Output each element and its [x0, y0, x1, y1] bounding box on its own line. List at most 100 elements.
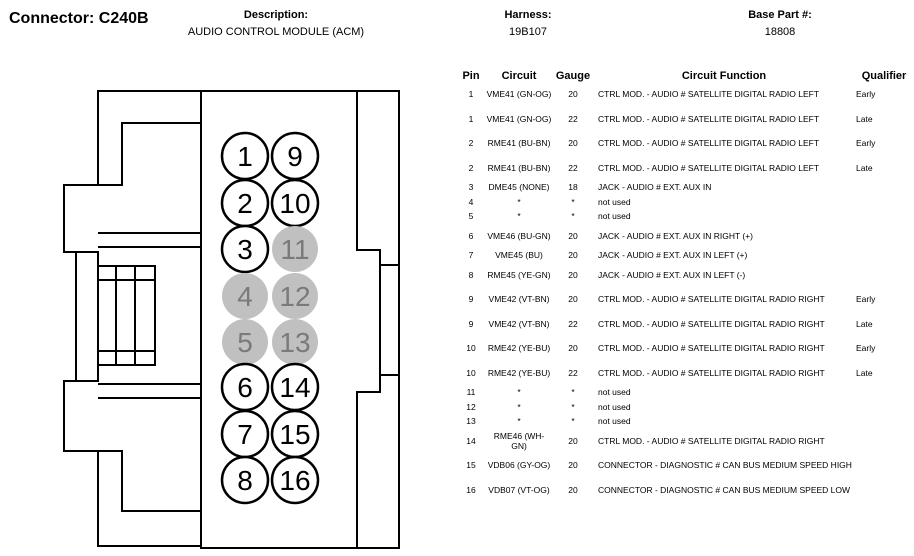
- qualifier-cell: Late: [856, 113, 873, 124]
- circuit-cell: VME45 (BU): [495, 250, 543, 261]
- cavity-circle: [220, 455, 270, 505]
- gauge-cell: 20: [568, 250, 578, 261]
- function-cell: not used: [598, 211, 631, 222]
- table-row: 11**not used: [456, 385, 912, 400]
- circuit-cell: VME42 (VT-BN): [488, 318, 550, 329]
- qualifier-cell: [854, 414, 912, 429]
- pin-cell: 8: [468, 269, 474, 280]
- base-part-block: Base Part #: 18808: [720, 7, 840, 41]
- cavity-16: 16: [270, 455, 320, 505]
- table-row: 4**not used: [456, 195, 912, 210]
- pin-cell: 2: [468, 138, 474, 149]
- cavity-14: 14: [270, 362, 320, 412]
- circuit-cell: VME46 (BU-GN): [487, 230, 551, 241]
- header-circuit: Circuit: [501, 70, 537, 82]
- pin-cell: 5: [468, 211, 474, 222]
- function-cell: not used: [598, 416, 631, 427]
- cavity-circle: [272, 273, 318, 319]
- cavity-number: 16: [279, 465, 310, 496]
- cavity-4: 4: [222, 273, 268, 319]
- connector-inner-lower-step: [98, 450, 201, 512]
- harness-block: Harness: 19B107: [468, 7, 588, 41]
- description-value: AUDIO CONTROL MODULE (ACM): [187, 26, 365, 38]
- gauge-cell: 20: [568, 484, 578, 495]
- cavity-number: 7: [237, 419, 253, 450]
- qualifier-cell: [854, 385, 912, 400]
- function-cell: JACK - AUDIO # EXT. AUX IN: [598, 182, 712, 193]
- function-cell: JACK - AUDIO # EXT. AUX IN LEFT (-): [598, 269, 746, 280]
- pin-cell: 9: [468, 318, 474, 329]
- connector-title: Connector: C240B: [9, 10, 149, 27]
- pin-cell: 14: [466, 435, 476, 446]
- pin-cell: 11: [466, 387, 476, 398]
- circuit-cell: *: [517, 416, 521, 427]
- pin-cell: 10: [466, 367, 476, 378]
- pin-cell: 15: [466, 460, 476, 471]
- pin-cell: 2: [468, 162, 474, 173]
- pin-cell: 13: [466, 416, 476, 427]
- harness-label: Harness:: [504, 9, 552, 21]
- connector-inner-upper-step: [98, 122, 201, 186]
- cavity-circle: [222, 273, 268, 319]
- cavity-7: 7: [220, 409, 270, 459]
- function-cell: CTRL MOD. - AUDIO # SATELLITE DIGITAL RA…: [598, 294, 825, 305]
- gauge-cell: *: [571, 401, 575, 412]
- function-cell: CTRL MOD. - AUDIO # SATELLITE DIGITAL RA…: [598, 162, 820, 173]
- pin-cell: 10: [466, 343, 476, 354]
- cavity-10: 10: [270, 178, 320, 228]
- cavity-2: 2: [220, 178, 270, 228]
- qualifier-cell: Early: [856, 89, 876, 100]
- qualifier-cell: [854, 400, 912, 415]
- circuit-cell: *: [517, 211, 521, 222]
- gauge-cell: 22: [568, 162, 578, 173]
- base-part-label: Base Part #:: [748, 9, 812, 21]
- qualifier-cell: Early: [856, 138, 876, 149]
- gauge-cell: 18: [568, 182, 578, 193]
- table-row: 5**not used: [456, 209, 912, 224]
- function-cell: not used: [598, 387, 631, 398]
- cavity-circle: [220, 224, 270, 274]
- gauge-cell: 22: [568, 318, 578, 329]
- circuit-cell: RME41 (BU-BN): [487, 138, 551, 149]
- cavity-circle: [222, 319, 268, 365]
- cavity-12: 12: [272, 273, 318, 319]
- pinout-header-row: Pin Circuit Gauge Circuit Function Quali…: [456, 68, 912, 82]
- function-cell: JACK - AUDIO # EXT. AUX IN RIGHT (+): [598, 230, 754, 241]
- latch-block-dividers: [115, 266, 136, 365]
- qualifier-cell: Early: [856, 294, 876, 305]
- pin-cell: 12: [466, 401, 476, 412]
- cavity-8: 8: [220, 455, 270, 505]
- pinout-table: Pin Circuit Gauge Circuit Function Quali…: [456, 68, 912, 502]
- header-pin: Pin: [462, 70, 480, 82]
- function-cell: CTRL MOD. - AUDIO # SATELLITE DIGITAL RA…: [598, 318, 825, 329]
- right-keying-channel: [356, 91, 381, 548]
- qualifier-cell: [854, 263, 912, 288]
- cavity-1: 1: [220, 131, 270, 181]
- gauge-cell: *: [571, 387, 575, 398]
- function-cell: CTRL MOD. - AUDIO # SATELLITE DIGITAL RA…: [598, 138, 820, 149]
- circuit-cell: *: [517, 196, 521, 207]
- circuit-cell: RME41 (BU-BN): [487, 162, 551, 173]
- pin-cell: 1: [468, 113, 474, 124]
- circuit-cell: VME41 (GN-OG): [486, 89, 552, 100]
- function-cell: JACK - AUDIO # EXT. AUX IN LEFT (+): [598, 250, 748, 261]
- cavity-number: 13: [279, 327, 310, 358]
- cavity-number: 11: [280, 234, 309, 265]
- latch-lower-ribs: [98, 383, 201, 399]
- circuit-cell: RME42 (YE-BU): [487, 343, 551, 354]
- pin-cell: 9: [468, 294, 474, 305]
- function-cell: CTRL MOD. - AUDIO # SATELLITE DIGITAL RA…: [598, 367, 825, 378]
- function-cell: CTRL MOD. - AUDIO # SATELLITE DIGITAL RA…: [598, 89, 820, 100]
- cavity-6: 6: [220, 362, 270, 412]
- circuit-cell: DME45 (NONE): [488, 182, 550, 193]
- cavity-circle: [272, 319, 318, 365]
- base-part-value: 18808: [764, 26, 796, 38]
- function-cell: CONNECTOR - DIAGNOSTIC # CAN BUS MEDIUM …: [598, 484, 851, 495]
